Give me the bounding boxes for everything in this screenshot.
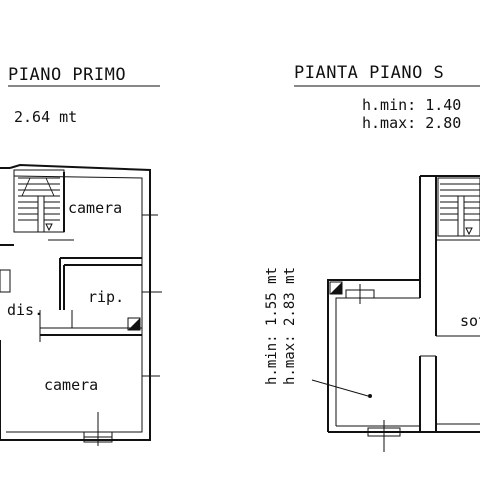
left-plan-title: PIANO PRIMO <box>8 65 126 85</box>
left-chimney <box>127 317 141 331</box>
right-plan-title: PIANTA PIANO S <box>294 63 444 83</box>
left-staircase <box>13 169 65 233</box>
left-windows <box>83 214 162 446</box>
room-label-dis: dis. <box>7 301 43 319</box>
left-interior-walls <box>0 172 142 342</box>
right-staircase <box>437 177 480 237</box>
room-label-camera-bottom: camera <box>44 376 98 394</box>
right-chimney <box>329 281 343 295</box>
right-plan: PIANTA PIANO S h.min: 1.40 h.max: 2.80 h… <box>264 63 480 452</box>
side-h-min: h.min: 1.55 mt <box>264 267 280 385</box>
left-plan-height: 2.64 mt <box>14 108 77 126</box>
left-plan: PIANO PRIMO 2.64 mt <box>0 65 162 446</box>
side-h-max: h.max: 2.83 mt <box>282 267 298 385</box>
slope-arrow <box>311 379 372 398</box>
right-windows <box>345 284 401 452</box>
left-outer-walls <box>0 163 151 441</box>
right-right-wing-walls <box>420 175 480 433</box>
room-label-rip: rip. <box>88 288 124 306</box>
right-plan-h-min: h.min: 1.40 <box>362 96 461 114</box>
right-plan-h-max: h.max: 2.80 <box>362 114 461 132</box>
room-label-camera-top: camera <box>68 199 122 217</box>
room-label-sot: sot <box>460 312 480 330</box>
right-left-wing-walls <box>327 176 437 433</box>
